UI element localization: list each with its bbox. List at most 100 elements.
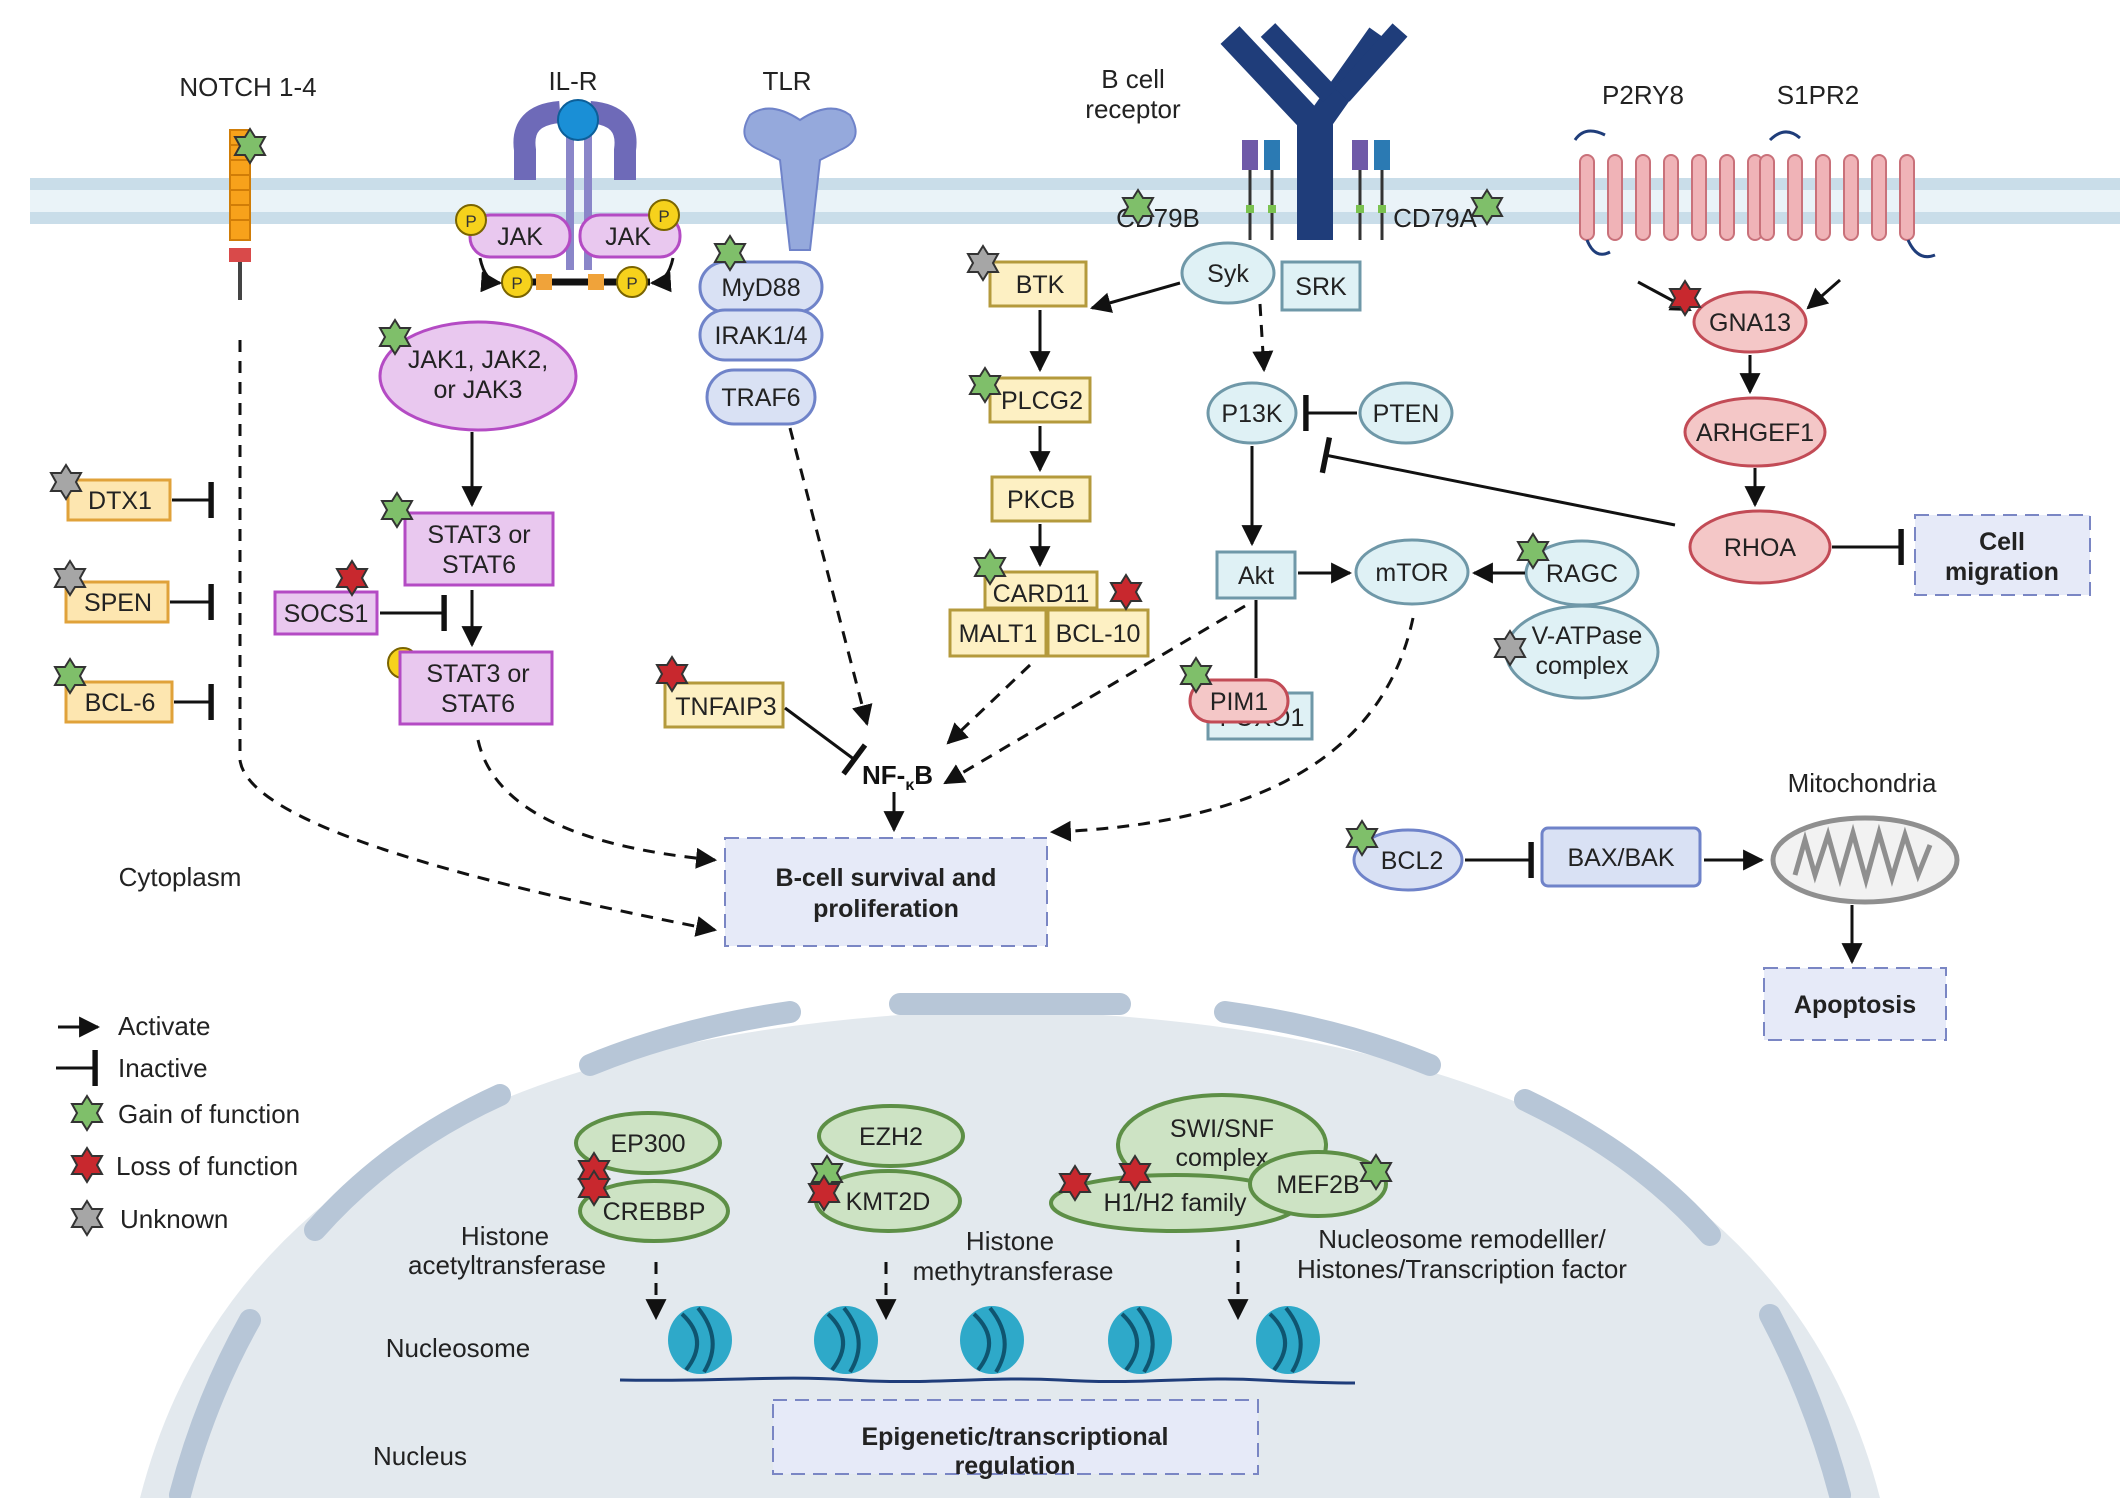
rhoa-node: RHOA	[1688, 509, 1832, 585]
plcg2-node: PLCG2	[988, 376, 1092, 424]
svg-text:STAT3 or: STAT3 or	[426, 660, 529, 688]
svg-text:SPEN: SPEN	[84, 589, 152, 617]
svg-text:Epigenetic/transcriptional: Epigenetic/transcriptional	[861, 1423, 1168, 1451]
legend-loss: Loss of function	[116, 1151, 298, 1181]
nucleosome-icons	[668, 1306, 1320, 1374]
svg-text:Cell: Cell	[1979, 528, 2025, 556]
kmt2d-node: KMT2D	[814, 1169, 962, 1233]
jak-node-left: JAK	[468, 213, 572, 259]
socs1-node: SOCS1	[273, 590, 379, 636]
unknown-star-icon	[71, 1200, 103, 1236]
rhoa-to-pi3k-inhibit	[1319, 436, 1676, 527]
s1pr2-label: S1PR2	[1777, 80, 1859, 110]
pim1-node: PIM1	[1188, 678, 1290, 724]
svg-text:Akt: Akt	[1238, 562, 1274, 590]
cell-membrane	[30, 178, 2120, 224]
loss-star-icon	[336, 560, 368, 596]
mef2b-node: MEF2B	[1248, 1150, 1388, 1218]
epigenetic-box: Epigenetic/transcriptional regulation	[772, 1399, 1259, 1480]
dashed-edges	[238, 303, 1415, 1321]
ilr-receptor	[512, 99, 650, 290]
svg-text:MEF2B: MEF2B	[1276, 1171, 1359, 1199]
svg-text:B-cell survival and: B-cell survival and	[776, 864, 997, 892]
dna-strand	[619, 1376, 1356, 1385]
svg-text:regulation: regulation	[955, 1452, 1076, 1480]
arhgef1-node: ARHGEF1	[1683, 396, 1827, 468]
svg-text:STAT6: STAT6	[442, 551, 516, 579]
svg-text:BAX/BAK: BAX/BAK	[1568, 844, 1675, 872]
svg-text:RHOA: RHOA	[1724, 534, 1797, 562]
card11-node: CARD11	[983, 570, 1099, 610]
gain-star-icon	[71, 1095, 103, 1131]
svg-text:or JAK3: or JAK3	[434, 376, 523, 404]
legend-unknown: Unknown	[120, 1204, 228, 1234]
irak-node: IRAK1/4	[698, 308, 824, 362]
cell-migration-box: Cell migration	[1914, 514, 2091, 596]
svg-text:H1/H2 family: H1/H2 family	[1103, 1189, 1247, 1217]
spen-node: SPEN	[64, 580, 170, 624]
svg-text:BTK: BTK	[1016, 271, 1065, 299]
hat-label-line1: Histone	[461, 1221, 549, 1251]
tnfaip3-node: TNFAIP3	[663, 681, 785, 729]
svg-text:DTX1: DTX1	[88, 487, 152, 515]
svg-text:TRAF6: TRAF6	[721, 384, 800, 412]
nfkb-label: NF-κB	[862, 760, 933, 794]
svg-text:SRK: SRK	[1295, 273, 1347, 301]
bcl10-node: BCL-10	[1046, 608, 1150, 658]
srk-node: SRK	[1280, 260, 1362, 312]
loss-star-icon	[71, 1147, 103, 1183]
svg-text:PKCB: PKCB	[1007, 486, 1075, 514]
svg-text:V-ATPase: V-ATPase	[1532, 622, 1643, 650]
svg-text:PIM1: PIM1	[1210, 688, 1268, 716]
ragc-node: RAGC	[1524, 539, 1640, 607]
svg-text:EZH2: EZH2	[859, 1123, 923, 1151]
p2ry8-receptor	[1573, 129, 1763, 256]
phospho-group: P P P P P	[387, 199, 680, 679]
p2ry8-label: P2RY8	[1602, 80, 1684, 110]
svg-text:TNFAIP3: TNFAIP3	[675, 693, 776, 721]
crebbp-node: CREBBP	[578, 1179, 730, 1243]
tlr-label: TLR	[762, 66, 811, 96]
svg-text:P: P	[465, 212, 476, 231]
svg-text:SWI/SNF: SWI/SNF	[1170, 1115, 1274, 1143]
svg-text:P: P	[626, 274, 637, 293]
svg-text:JAK1, JAK2,: JAK1, JAK2,	[408, 346, 548, 374]
svg-text:BCL-6: BCL-6	[85, 689, 156, 717]
tlr-receptor	[743, 107, 857, 251]
svg-text:STAT3 or: STAT3 or	[427, 521, 530, 549]
svg-text:proliferation: proliferation	[813, 895, 959, 923]
notch-label: NOTCH 1-4	[179, 72, 316, 102]
survival-box: B-cell survival and proliferation	[724, 837, 1048, 947]
svg-text:P: P	[658, 207, 669, 226]
syk-node: Syk	[1180, 241, 1276, 305]
remodeler-label-line2: Histones/Transcription factor	[1297, 1254, 1627, 1284]
signal-edges	[170, 278, 1904, 965]
svg-text:migration: migration	[1945, 558, 2059, 586]
gna13-node: GNA13	[1692, 290, 1808, 354]
cd79a-label: CD79A	[1393, 203, 1477, 233]
legend-activate: Activate	[118, 1011, 211, 1041]
legend-gain: Gain of function	[118, 1099, 300, 1129]
svg-text:JAK: JAK	[605, 223, 651, 251]
svg-text:JAK: JAK	[497, 223, 543, 251]
svg-text:CREBBP: CREBBP	[603, 1198, 706, 1226]
svg-text:P: P	[511, 274, 522, 293]
bcl2-node: BCL2	[1352, 828, 1464, 892]
svg-text:mTOR: mTOR	[1375, 559, 1448, 587]
svg-text:P13K: P13K	[1221, 400, 1282, 428]
akt-node: Akt	[1215, 550, 1297, 600]
jak123-node: JAK1, JAK2, or JAK3	[378, 320, 578, 432]
bcr-label-line2: receptor	[1085, 94, 1181, 124]
bcr-receptor	[1220, 23, 1408, 240]
pten-node: PTEN	[1358, 381, 1454, 445]
hat-label-line2: acetyltransferase	[408, 1250, 606, 1280]
s1pr2-receptor	[1759, 130, 1936, 259]
svg-text:GNA13: GNA13	[1709, 309, 1791, 337]
svg-text:complex: complex	[1535, 652, 1629, 680]
mtor-node: mTOR	[1354, 538, 1470, 606]
svg-text:CARD11: CARD11	[993, 580, 1090, 608]
svg-text:SOCS1: SOCS1	[284, 600, 369, 628]
loss-star-icon	[1669, 280, 1701, 316]
svg-text:STAT6: STAT6	[441, 690, 515, 718]
